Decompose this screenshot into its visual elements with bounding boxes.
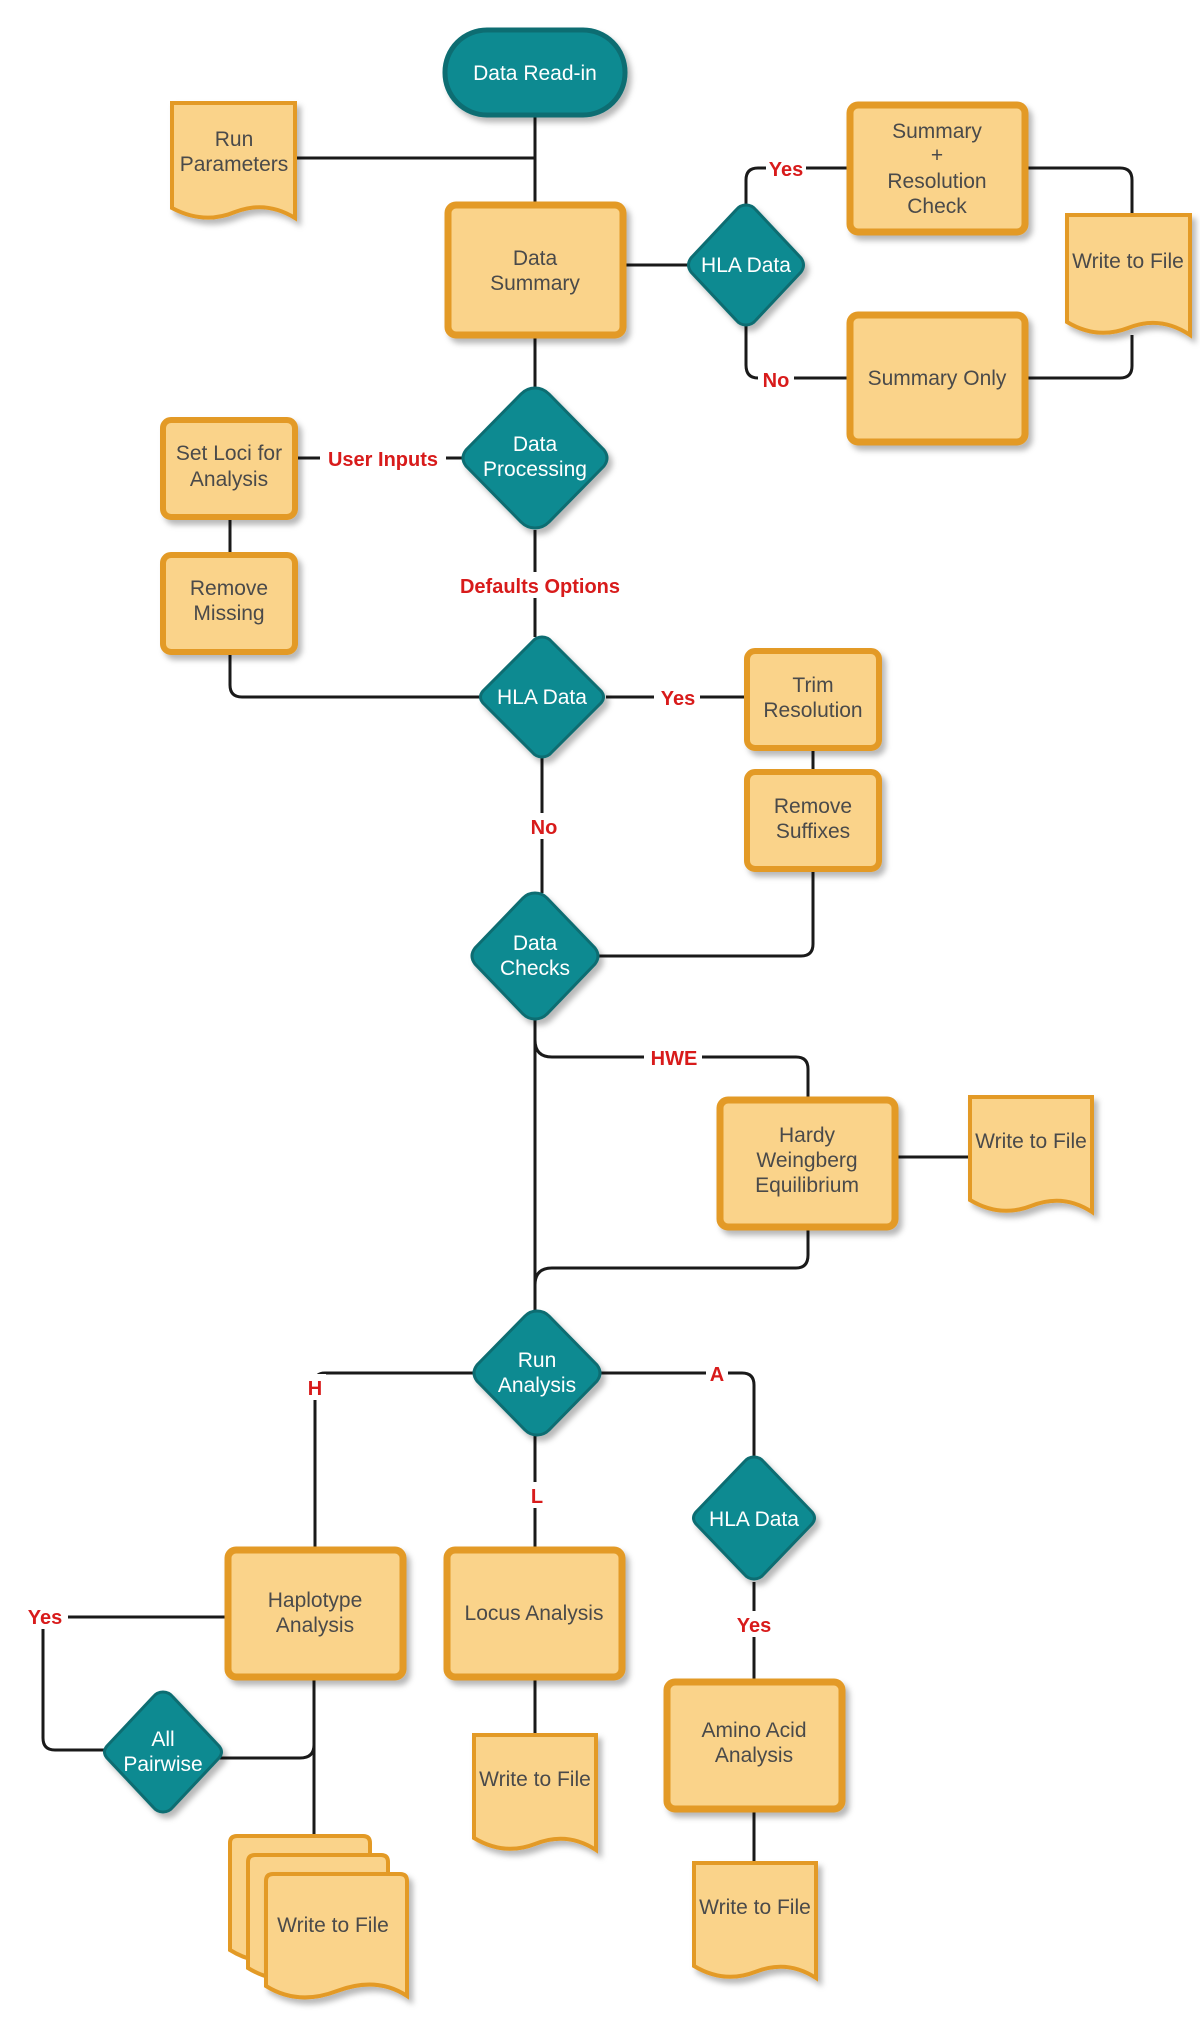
remove-missing-label: Remove <box>190 577 268 600</box>
hardy-weinberg-label: Equilibrium <box>755 1174 859 1197</box>
hla-data-decision[interactable]: HLA Data <box>479 635 605 759</box>
hardy-weinberg-box[interactable]: Hardy Weingberg Equilibrium <box>716 1096 899 1231</box>
remove-suffixes-label: Remove <box>774 795 852 818</box>
write-to-file-document[interactable]: Write to File <box>472 1733 598 1854</box>
write-to-file-label: Write to File <box>975 1130 1087 1153</box>
remove-missing-box[interactable]: Remove Missing <box>160 552 298 655</box>
edge-label-a: A <box>710 1364 724 1386</box>
amino-acid-analysis-label: Analysis <box>715 1744 793 1767</box>
remove-suffixes-box[interactable]: Remove Suffixes <box>744 769 882 872</box>
edge-label-l: L <box>531 1486 543 1508</box>
hla-data-decision[interactable]: HLA Data <box>687 203 805 327</box>
edge-label-yes: Yes <box>28 1607 62 1629</box>
set-loci-label: Set Loci for <box>176 442 282 465</box>
summary-only-label: Summary Only <box>868 367 1007 390</box>
data-checks-decision[interactable]: Data Checks <box>470 891 600 1021</box>
data-summary-label: Data <box>513 247 558 270</box>
edge-labels: Yes No User Inputs Defaults Options Yes … <box>22 155 806 1637</box>
all-pairwise-label: All <box>151 1728 174 1751</box>
trim-resolution-label: Resolution <box>763 699 862 722</box>
write-to-file-label: Write to File <box>479 1768 591 1791</box>
haplotype-analysis-label: Analysis <box>276 1614 354 1637</box>
run-parameters-label: Parameters <box>180 153 289 176</box>
run-parameters-label: Run <box>215 128 254 151</box>
write-to-file-multi-document[interactable]: Write to File <box>228 1834 409 2000</box>
edge-label-hwe: HWE <box>651 1048 698 1070</box>
write-to-file-document[interactable]: Write to File <box>968 1095 1094 1216</box>
summary-resolution-check-box[interactable]: Summary + Resolution Check <box>846 101 1029 236</box>
start-terminal[interactable]: Data Read-in <box>442 27 628 118</box>
summary-resolution-label: Check <box>907 195 967 218</box>
locus-analysis-label: Locus Analysis <box>465 1602 604 1625</box>
data-checks-label: Data <box>513 932 558 955</box>
edge-label-yes: Yes <box>769 159 803 181</box>
data-summary-label: Summary <box>490 272 580 295</box>
data-summary-box[interactable]: Data Summary <box>444 201 627 339</box>
all-pairwise-decision[interactable]: All Pairwise <box>103 1690 223 1814</box>
summary-resolution-label: + <box>931 144 943 167</box>
trim-resolution-label: Trim <box>792 674 833 697</box>
edge-label-no: No <box>763 370 790 392</box>
amino-acid-analysis-label: Amino Acid <box>701 1719 806 1742</box>
trim-resolution-box[interactable]: Trim Resolution <box>744 648 882 751</box>
write-to-file-document[interactable]: Write to File <box>1065 213 1192 339</box>
hardy-weinberg-label: Hardy <box>779 1124 836 1147</box>
set-loci-box[interactable]: Set Loci for Analysis <box>160 417 298 520</box>
run-parameters-document[interactable]: Run Parameters <box>170 101 297 222</box>
locus-analysis-box[interactable]: Locus Analysis <box>443 1546 626 1681</box>
edge-label-h: H <box>308 1378 322 1400</box>
set-loci-label: Analysis <box>190 468 268 491</box>
run-analysis-label: Analysis <box>498 1374 576 1397</box>
hla-data-label: HLA Data <box>709 1508 799 1531</box>
haplotype-analysis-label: Haplotype <box>268 1589 363 1612</box>
all-pairwise-label: Pairwise <box>123 1753 202 1776</box>
data-processing-label: Data <box>513 433 558 456</box>
summary-only-box[interactable]: Summary Only <box>846 311 1029 446</box>
nodes: Data Read-in Run Parameters Data Summary… <box>103 27 1192 2000</box>
start-label: Data Read-in <box>473 62 597 85</box>
summary-resolution-label: Summary <box>892 120 982 143</box>
remove-suffixes-label: Suffixes <box>776 820 850 843</box>
hla-data-label: HLA Data <box>701 254 791 277</box>
hardy-weinberg-label: Weingberg <box>756 1149 857 1172</box>
amino-acid-analysis-box[interactable]: Amino Acid Analysis <box>663 1678 846 1813</box>
edge-label-defaults-options: Defaults Options <box>460 576 620 598</box>
write-to-file-label: Write to File <box>1072 250 1184 273</box>
data-processing-label: Processing <box>483 458 587 481</box>
edge-label-no: No <box>531 817 558 839</box>
remove-missing-label: Missing <box>193 602 264 625</box>
run-analysis-decision[interactable]: Run Analysis <box>472 1309 602 1437</box>
summary-resolution-label: Resolution <box>887 170 986 193</box>
edge-label-yes: Yes <box>661 688 695 710</box>
data-processing-decision[interactable]: Data Processing <box>461 386 609 530</box>
write-to-file-document[interactable]: Write to File <box>692 1861 818 1982</box>
run-analysis-label: Run <box>518 1349 557 1372</box>
edge-label-yes: Yes <box>737 1615 771 1637</box>
hla-data-decision[interactable]: HLA Data <box>692 1455 816 1581</box>
write-to-file-label: Write to File <box>277 1914 389 1937</box>
hla-data-label: HLA Data <box>497 686 587 709</box>
edge-label-user-inputs: User Inputs <box>328 449 438 471</box>
write-to-file-label: Write to File <box>699 1896 811 1919</box>
data-checks-label: Checks <box>500 957 570 980</box>
haplotype-analysis-box[interactable]: Haplotype Analysis <box>224 1546 407 1681</box>
